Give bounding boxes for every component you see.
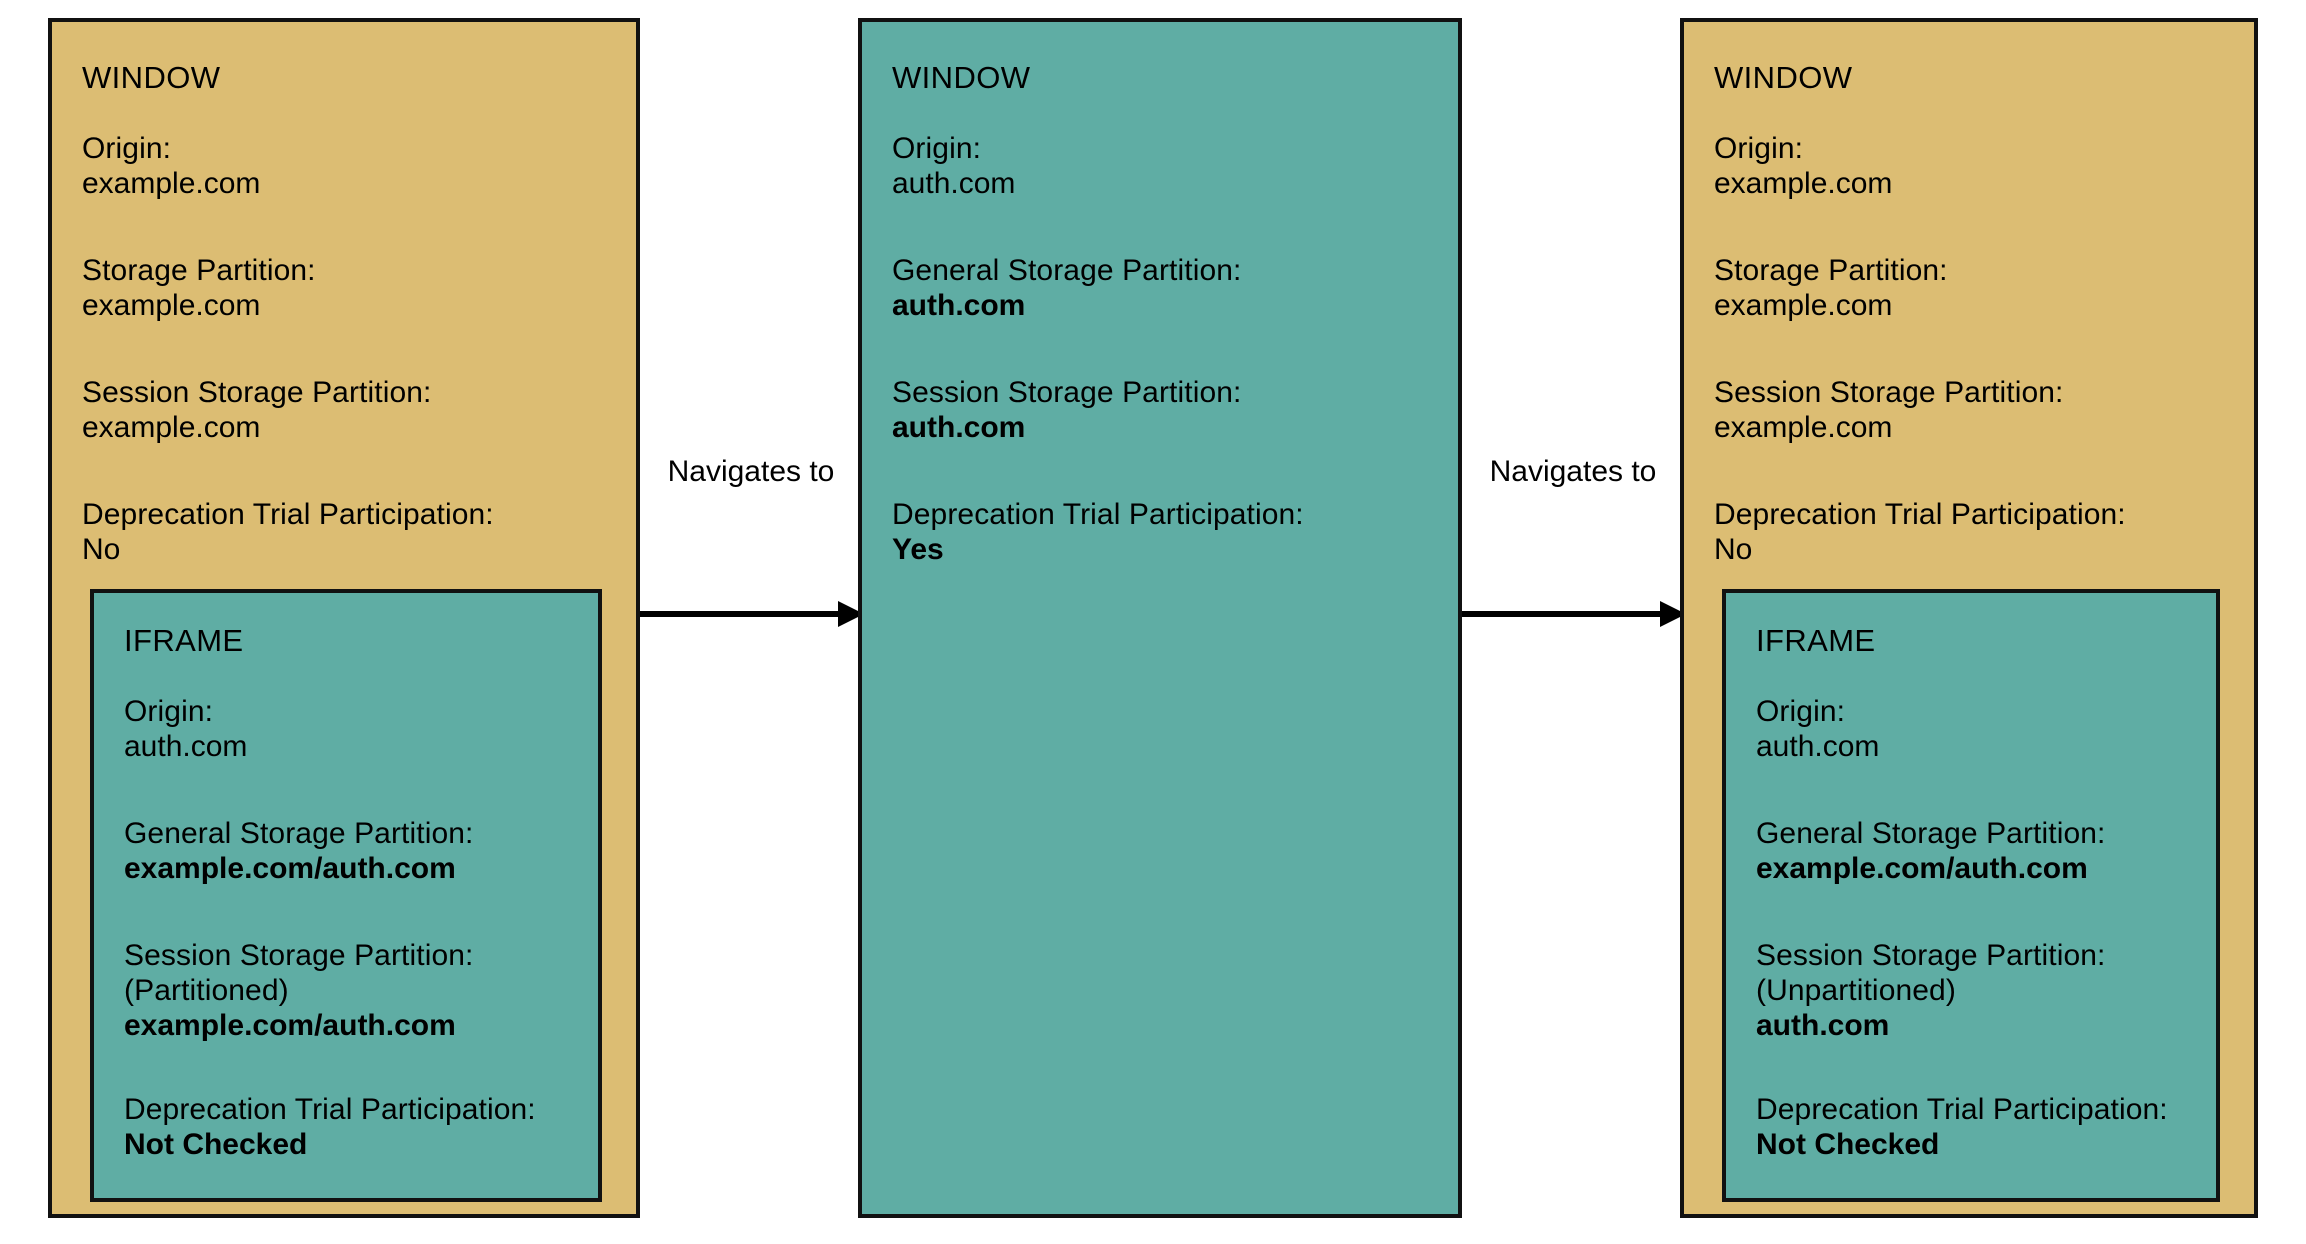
field-label: Storage Partition:: [1714, 254, 1948, 287]
iframe-1-heading: IFRAME: [124, 623, 244, 658]
field-label: Session Storage Partition:: [1714, 376, 2064, 409]
field-value: example.com/auth.com: [124, 1008, 456, 1042]
iframe-1-field-deprecation-trial: Deprecation Trial Participation: Not Che…: [124, 1093, 588, 1163]
field-label: General Storage Partition:: [1756, 817, 2106, 850]
field-label: Origin:: [1714, 132, 1804, 165]
field-value: example.com: [1714, 410, 1893, 444]
panel-3-field-storage-partition: Storage Partition: example.com: [1714, 254, 2244, 324]
field-label: Deprecation Trial Participation:: [1714, 498, 2126, 531]
panel-1-field-deprecation-trial: Deprecation Trial Participation: No: [82, 498, 626, 568]
field-value: Yes: [892, 532, 944, 566]
field-label: Deprecation Trial Participation:: [124, 1093, 536, 1126]
panel-3-field-session-storage-partition: Session Storage Partition: example.com: [1714, 376, 2244, 446]
panel-1-heading: WINDOW: [82, 60, 221, 95]
iframe-3-heading: IFRAME: [1756, 623, 1876, 658]
field-value: auth.com: [892, 410, 1026, 444]
field-label: Origin:: [124, 695, 214, 728]
panel-2-field-session-storage-partition: Session Storage Partition: auth.com: [892, 376, 1448, 446]
field-label: Deprecation Trial Participation:: [82, 498, 494, 531]
field-value: auth.com: [892, 166, 1016, 200]
window-panel-2: WINDOW Origin: auth.com General Storage …: [858, 18, 1462, 1218]
field-label: Session Storage Partition:: [82, 376, 432, 409]
field-value: auth.com: [1756, 1008, 1890, 1042]
iframe-3-field-general-storage-partition: General Storage Partition: example.com/a…: [1756, 817, 2206, 887]
panel-3-heading: WINDOW: [1714, 60, 1853, 95]
iframe-3-field-session-storage-partition: Session Storage Partition: (Unpartitione…: [1756, 939, 2206, 1043]
panel-2-field-general-storage-partition: General Storage Partition: auth.com: [892, 254, 1448, 324]
field-value: auth.com: [1756, 729, 1880, 763]
field-value: example.com/auth.com: [1756, 851, 2088, 885]
field-value: auth.com: [892, 288, 1026, 322]
iframe-3-field-origin: Origin: auth.com: [1756, 695, 2206, 765]
field-value: example.com: [82, 166, 261, 200]
field-value: Not Checked: [124, 1127, 308, 1161]
field-value: example.com/auth.com: [124, 851, 456, 885]
panel-2-field-deprecation-trial: Deprecation Trial Participation: Yes: [892, 498, 1448, 568]
iframe-1-field-general-storage-partition: General Storage Partition: example.com/a…: [124, 817, 588, 887]
field-value: example.com: [1714, 166, 1893, 200]
connector-label-1: Navigates to: [667, 455, 835, 488]
iframe-1-field-session-storage-partition: Session Storage Partition: (Partitioned)…: [124, 939, 588, 1043]
field-note: (Partitioned): [124, 973, 289, 1007]
field-value: example.com: [82, 410, 261, 444]
panel-2-field-origin: Origin: auth.com: [892, 132, 1448, 202]
panel-3-field-deprecation-trial: Deprecation Trial Participation: No: [1714, 498, 2244, 568]
arrow-right-icon-2: [1462, 601, 1686, 627]
iframe-box-3: IFRAME Origin: auth.com General Storage …: [1722, 589, 2220, 1202]
field-label: Session Storage Partition:: [124, 939, 474, 972]
field-label: Storage Partition:: [82, 254, 316, 287]
field-label: Origin:: [892, 132, 982, 165]
field-label: Origin:: [82, 132, 172, 165]
field-value: example.com: [82, 288, 261, 322]
arrow-right-icon-1: [640, 601, 864, 627]
panel-1-field-storage-partition: Storage Partition: example.com: [82, 254, 626, 324]
panel-2-heading: WINDOW: [892, 60, 1031, 95]
field-value: No: [1714, 532, 1753, 566]
field-label: Session Storage Partition:: [1756, 939, 2106, 972]
iframe-3-field-deprecation-trial: Deprecation Trial Participation: Not Che…: [1756, 1093, 2206, 1163]
iframe-1-field-origin: Origin: auth.com: [124, 695, 588, 765]
field-label: Session Storage Partition:: [892, 376, 1242, 409]
field-label: Deprecation Trial Participation:: [1756, 1093, 2168, 1126]
window-panel-1: WINDOW Origin: example.com Storage Parti…: [48, 18, 640, 1218]
panel-3-field-origin: Origin: example.com: [1714, 132, 2244, 202]
iframe-box-1: IFRAME Origin: auth.com General Storage …: [90, 589, 602, 1202]
panel-1-field-session-storage-partition: Session Storage Partition: example.com: [82, 376, 626, 446]
field-label: General Storage Partition:: [124, 817, 474, 850]
field-label: Origin:: [1756, 695, 1846, 728]
field-note: (Unpartitioned): [1756, 973, 1956, 1007]
field-value: auth.com: [124, 729, 248, 763]
field-label: General Storage Partition:: [892, 254, 1242, 287]
field-value: example.com: [1714, 288, 1893, 322]
field-value: Not Checked: [1756, 1127, 1940, 1161]
field-label: Deprecation Trial Participation:: [892, 498, 1304, 531]
window-panel-3: WINDOW Origin: example.com Storage Parti…: [1680, 18, 2258, 1218]
connector-label-2: Navigates to: [1489, 455, 1657, 488]
panel-1-field-origin: Origin: example.com: [82, 132, 626, 202]
field-value: No: [82, 532, 121, 566]
